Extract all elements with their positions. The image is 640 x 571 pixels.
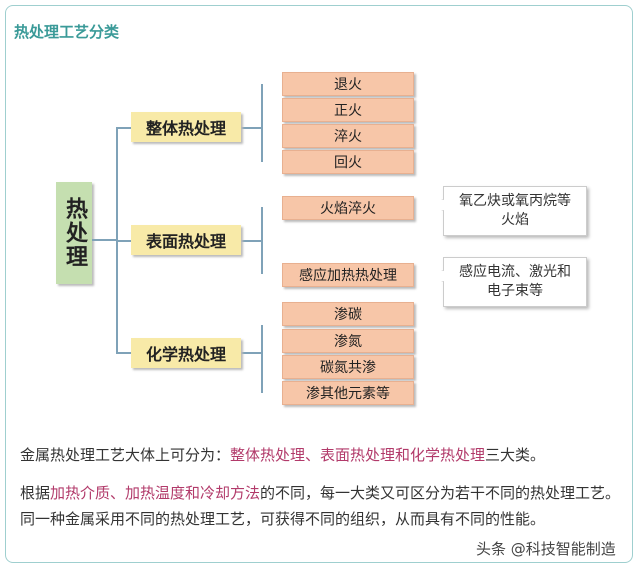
bracket <box>261 84 263 162</box>
leaf-induction: 感应加热热处理 <box>282 263 414 287</box>
leaf-normalizing: 正火 <box>282 98 414 122</box>
callout-flame: 氧乙炔或氧丙烷等火焰 <box>443 186 587 236</box>
leaf-annealing: 退火 <box>282 72 414 96</box>
connector <box>116 127 131 129</box>
callout-text: 感应电流、激光和电子束等 <box>459 264 571 299</box>
text: 金属热处理工艺大体上可分为： <box>20 446 231 464</box>
category-surface: 表面热处理 <box>131 225 241 255</box>
root-node: 热处理 <box>56 182 92 284</box>
leaf-other-elements: 渗其他元素等 <box>282 381 414 405</box>
leaf-nitriding: 渗氮 <box>282 329 414 353</box>
connector <box>116 352 131 354</box>
bracket <box>241 352 262 354</box>
bracket <box>261 325 263 393</box>
text: 根据 <box>20 484 51 502</box>
bracket <box>241 127 262 129</box>
highlight-text: 整体热处理、表面热处理和化学热处理 <box>230 446 486 464</box>
callout-text: 氧乙炔或氧丙烷等火焰 <box>459 193 571 228</box>
bracket <box>261 207 263 274</box>
text: 的不同，每一大类又可区分为若干不同的热处理工艺。同一种金属采用不同的热处理工艺，… <box>20 484 621 528</box>
highlight-text: 加热介质、加热温度和冷却方法 <box>50 484 261 502</box>
diagram-frame <box>5 5 633 563</box>
paragraph-1: 金属热处理工艺大体上可分为：整体热处理、表面热处理和化学热处理三大类。 <box>20 442 625 468</box>
paragraph-2: 根据加热介质、加热温度和冷却方法的不同，每一大类又可区分为若干不同的热处理工艺。… <box>20 480 625 532</box>
category-whole: 整体热处理 <box>131 112 241 142</box>
text: 三大类。 <box>485 446 546 464</box>
callout-induction: 感应电流、激光和电子束等 <box>443 257 587 307</box>
leaf-flame-quenching: 火焰淬火 <box>282 196 414 220</box>
diagram-title: 热处理工艺分类 <box>14 23 120 41</box>
leaf-tempering: 回火 <box>282 150 414 174</box>
category-chemical: 化学热处理 <box>131 338 241 368</box>
connector <box>92 239 117 241</box>
connector <box>116 240 131 242</box>
bracket <box>241 240 262 242</box>
leaf-carbonitriding: 碳氮共渗 <box>282 355 414 379</box>
watermark: 头条 @科技智能制造 <box>476 540 616 558</box>
leaf-carburizing: 渗碳 <box>282 302 414 326</box>
leaf-quenching: 淬火 <box>282 124 414 148</box>
